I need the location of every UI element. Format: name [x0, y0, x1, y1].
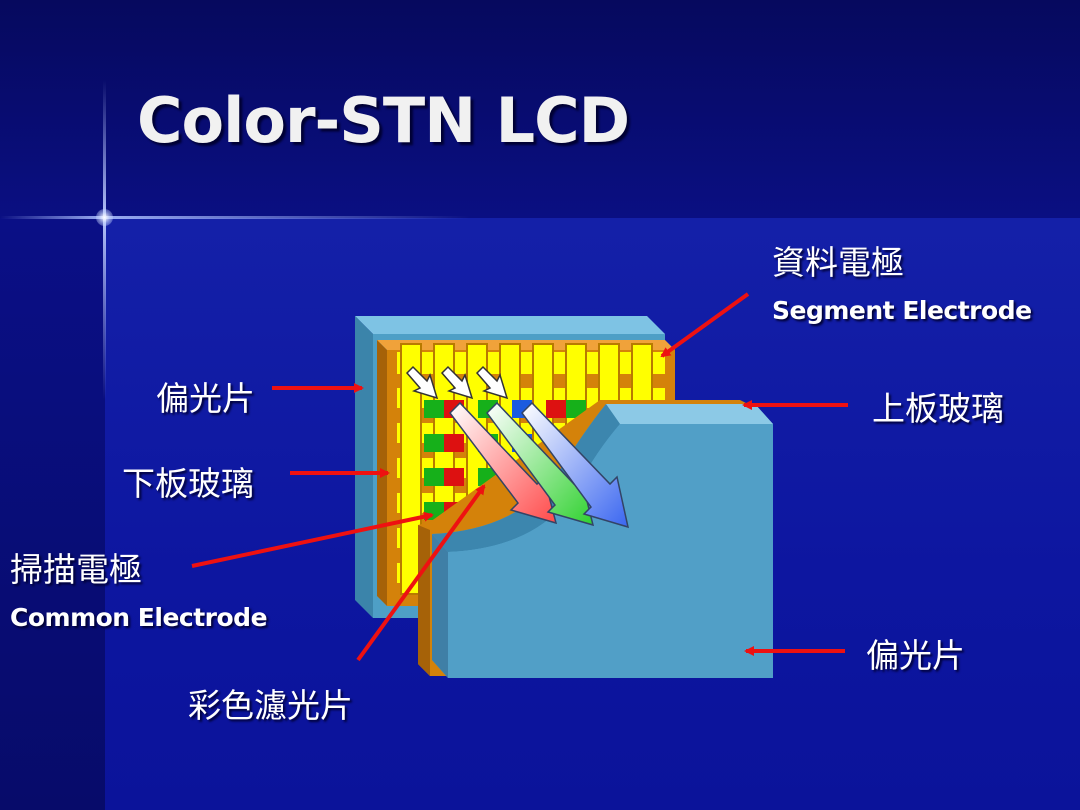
common-electrode-label-zh: 掃描電極	[10, 543, 142, 591]
polarizer-right-label: 偏光片	[866, 629, 965, 677]
segment-electrode-label-zh: 資料電極	[772, 236, 904, 284]
upper-glass-label: 上板玻璃	[872, 382, 1004, 430]
polarizer-left-label: 偏光片	[156, 372, 255, 420]
color-filter-label: 彩色濾光片	[188, 679, 353, 727]
lower-glass-label: 下板玻璃	[122, 457, 254, 505]
segment-electrode-label-en: Segment Electrode	[772, 296, 1032, 325]
common-electrode-label-en: Common Electrode	[10, 603, 267, 632]
